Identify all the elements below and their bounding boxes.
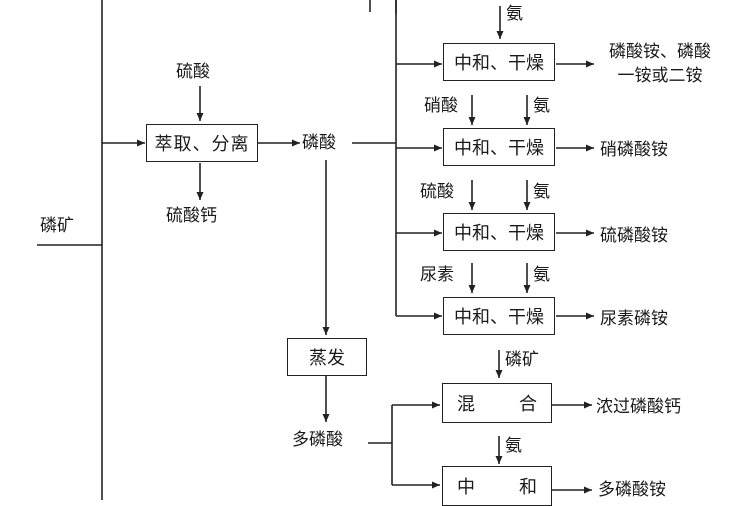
branch4-ammonia-label: 氨 [533,265,550,285]
branch4-neutralize-dry-box: 中和、干燥 [443,297,555,335]
branch1-product-label: 磷酸铵、磷酸 一铵或二铵 [598,42,722,86]
neutralize-box: 中 和 [442,466,552,506]
poly2-product-label: 多磷酸铵 [598,480,666,500]
branch1-product-line2: 一铵或二铵 [617,66,703,86]
branch1-unit-label: 中和、干燥 [454,53,544,74]
branch2-unit-label: 中和、干燥 [454,138,544,159]
branch2-product-label: 硝磷酸铵 [600,140,668,160]
branch3-reagent-label: 硫酸 [420,182,454,202]
branch1-product-line1: 磷酸铵、磷酸 [609,42,711,62]
branch3-unit-label: 中和、干燥 [454,223,544,244]
mixing-box: 混 合 [442,383,552,423]
branch1-neutralize-dry-box: 中和、干燥 [443,43,555,81]
extraction-separation-box: 萃取、分离 [146,124,258,162]
gypsum-byproduct-label: 硫酸钙 [166,206,217,226]
neutralize-unit-right: 和 [519,477,537,498]
branch2-reagent-label: 硝酸 [424,96,458,116]
mixing-unit-left: 混 [457,394,475,415]
poly2-reagent-label: 氨 [505,436,522,456]
branch4-reagent-label: 尿素 [420,265,454,285]
feed-label: 磷矿 [40,216,74,236]
mixing-unit-right: 合 [519,394,537,415]
branch3-ammonia-label: 氨 [533,182,550,202]
extraction-reagent-label: 硫酸 [176,62,210,82]
poly1-reagent-label: 磷矿 [505,350,539,370]
branch4-product-label: 尿素磷铵 [600,309,668,329]
evaporation-unit-label: 蒸发 [309,348,345,369]
phosphoric-acid-label: 磷酸 [302,133,336,153]
branch2-neutralize-dry-box: 中和、干燥 [443,128,555,166]
poly1-product-label: 浓过磷酸钙 [596,397,681,417]
branch4-unit-label: 中和、干燥 [454,307,544,328]
evaporation-box: 蒸发 [287,338,367,376]
extraction-unit-label: 萃取、分离 [154,134,250,155]
branch3-product-label: 硫磷酸铵 [600,226,668,246]
polyphosphoric-acid-label: 多磷酸 [292,430,343,450]
neutralize-unit-left: 中 [457,477,475,498]
branch3-neutralize-dry-box: 中和、干燥 [443,213,555,251]
branch2-ammonia-label: 氨 [533,96,550,116]
branch1-ammonia-label: 氨 [506,4,523,24]
